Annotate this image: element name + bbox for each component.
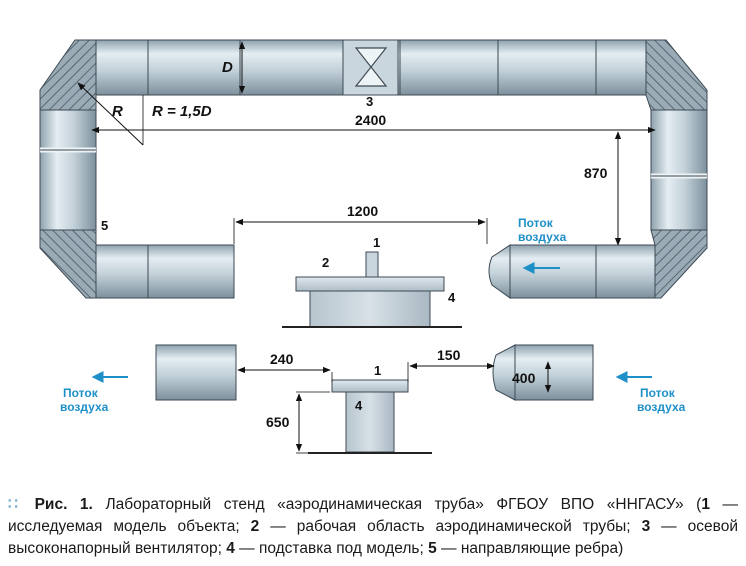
label-2: 2 [322,255,329,270]
duct-loop [39,39,708,299]
svg-text:2400: 2400 [355,112,386,128]
radius-indicator: R R = 1,5D [77,82,212,146]
wind-tunnel-diagram: R R = 1,5D D 3 2400 870 5 1200 Поток воз… [39,39,708,454]
svg-text:воздуха: воздуха [60,400,109,414]
svg-text:Поток: Поток [518,216,554,230]
figure-caption: ∷ Рис. 1. Лабораторный стенд «аэродинами… [8,496,739,557]
label-4-bottom: 4 [355,398,363,413]
svg-text:870: 870 [584,165,608,181]
label-5: 5 [101,218,108,233]
svg-text:650: 650 [266,414,290,430]
label-r: R [112,103,123,120]
guide-vanes-bottom-right [650,229,708,299]
label-1-bottom: 1 [374,363,381,378]
dimension-870: 870 [584,131,622,246]
label-4-top: 4 [448,290,456,305]
svg-text:воздуха: воздуха [637,400,686,414]
airflow-label-top: Поток воздуха [518,216,567,274]
caption-bullet-icon: ∷ [8,496,18,513]
dimension-400: 400 [512,361,552,393]
dimension-240: 240 [237,351,333,382]
guide-vanes-top-right [645,39,708,111]
label-r-formula: R = 1,5D [152,103,212,120]
svg-text:Поток: Поток [63,386,99,400]
svg-text:Поток: Поток [640,386,676,400]
svg-text:240: 240 [270,351,294,367]
dimension-2400: 2400 [91,112,656,134]
guide-vanes-bottom-left [39,229,97,299]
svg-text:воздуха: воздуха [518,230,567,244]
svg-text:150: 150 [437,347,461,363]
svg-text:1200: 1200 [347,203,378,219]
dimension-650: 650 [266,391,330,454]
dimension-1200: 1200 [233,203,488,244]
dimension-150: 150 [407,347,495,382]
model-on-stand-top [282,251,462,328]
side-view [155,344,594,454]
airflow-label-left: Поток воздуха [60,371,128,414]
label-1-top: 1 [373,235,380,250]
dimension-d: D [222,41,246,94]
label-3: 3 [366,94,373,109]
svg-text:D: D [222,59,233,76]
airflow-label-right: Поток воздуха [615,371,686,414]
svg-text:400: 400 [512,370,536,386]
guide-vanes-top-left [39,39,97,111]
